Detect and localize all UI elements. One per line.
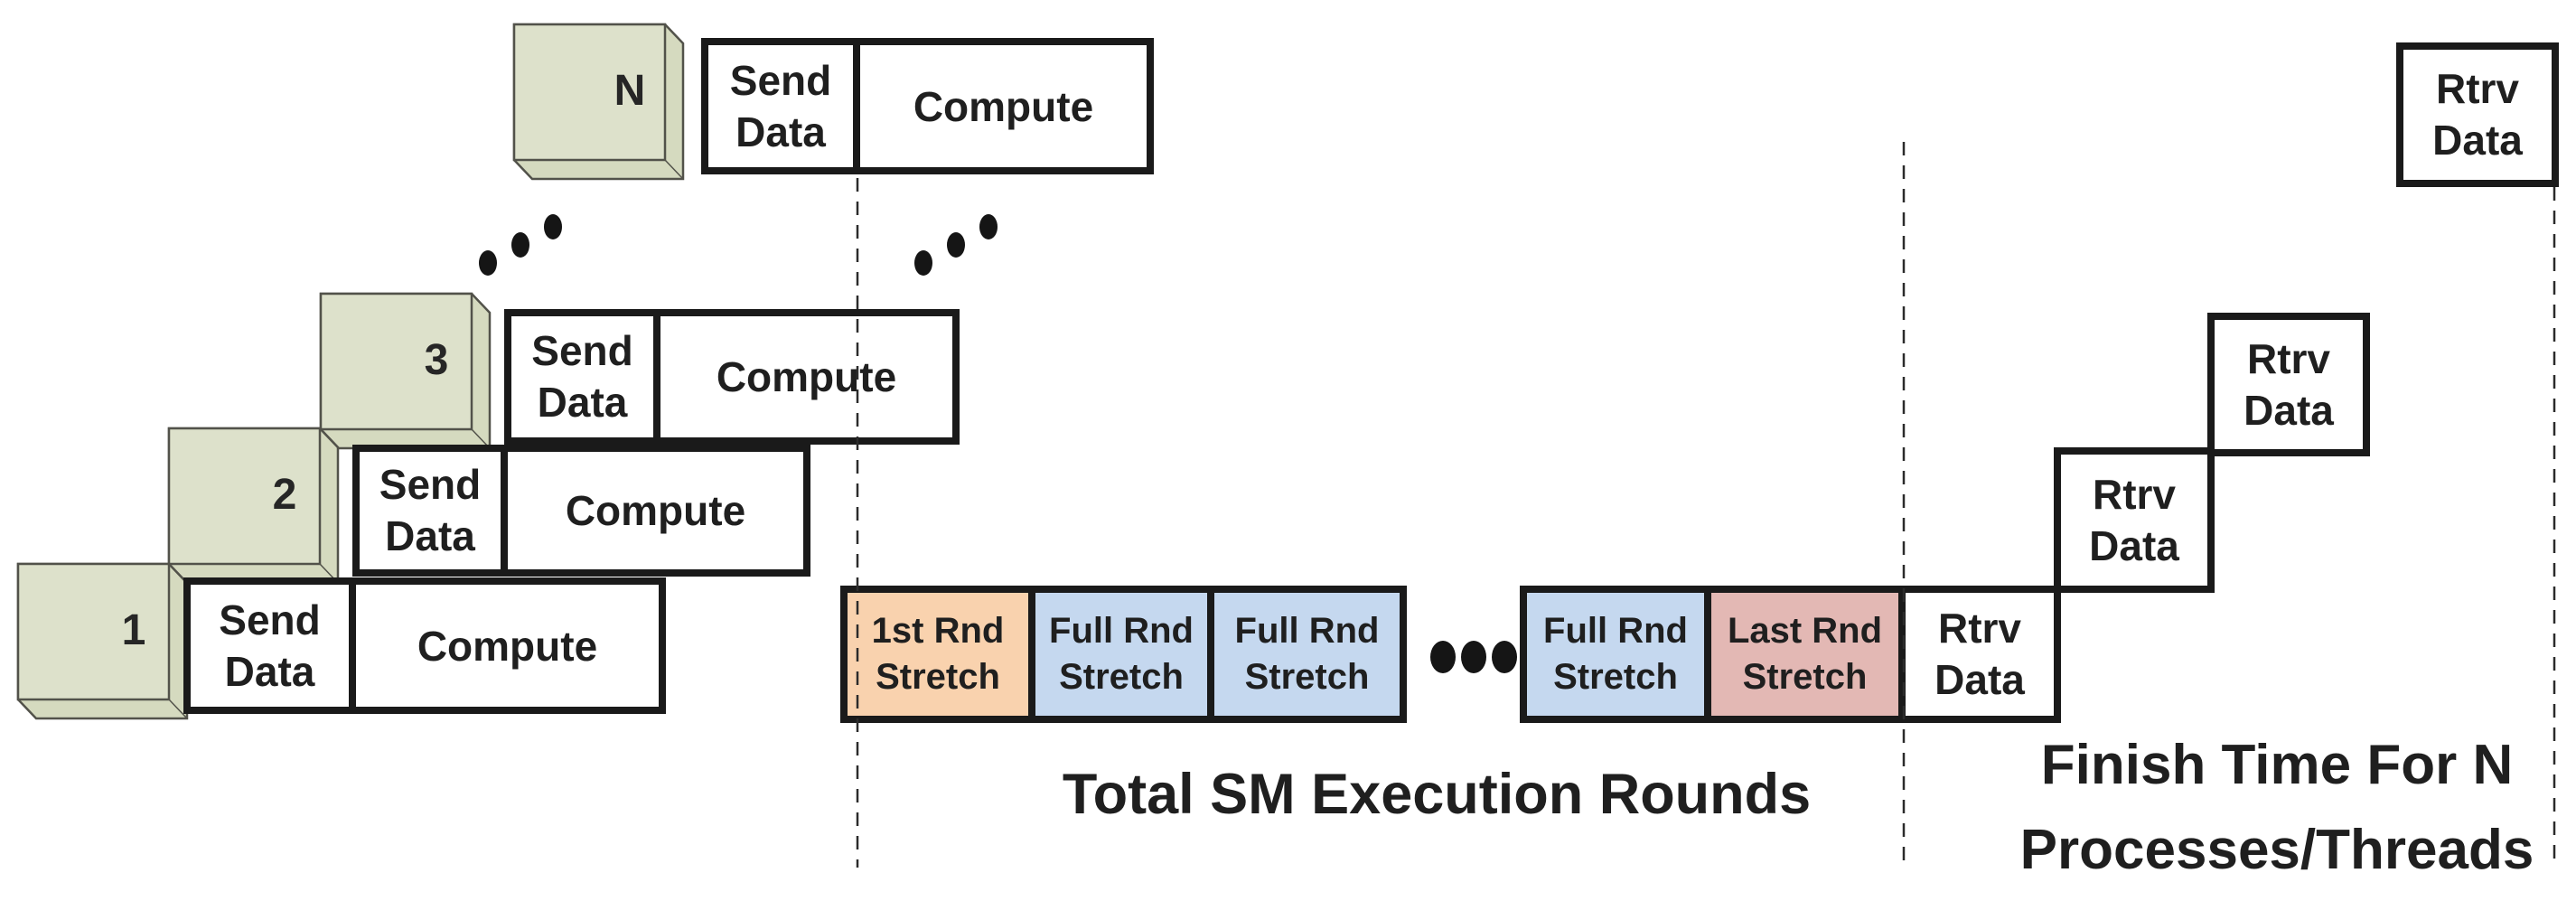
caption-text-line2: Processes/Threads (2019, 819, 2534, 881)
compute-box: Compute (508, 452, 803, 569)
process-cube-n: N (512, 23, 686, 182)
rtrv-data-box-3: Rtrv Data (2207, 313, 2370, 456)
ellipsis-dot (947, 232, 965, 258)
rtrv-data-label-line1: Rtrv (2092, 470, 2177, 518)
ellipsis-dot (511, 232, 529, 258)
ellipsis-dot (1430, 641, 1456, 673)
cube-3d-shape (167, 427, 340, 585)
send-data-label-line2: Data (385, 512, 475, 559)
send-data-label-line1: Send (531, 327, 633, 374)
stretch-label-line2: Stretch (1553, 657, 1678, 697)
process-cube-2: 2 (167, 427, 341, 586)
send-data-box: Send Data (708, 45, 860, 167)
stretch-label-line1: Full Rnd (1543, 611, 1688, 651)
stretch-label-line1: Full Rnd (1049, 611, 1194, 651)
process-number: N (614, 66, 646, 115)
timeline-row-process-2: Send Data Compute (352, 445, 810, 577)
rtrv-data-label-line1: Rtrv (1937, 605, 2022, 652)
compute-label: Compute (565, 487, 746, 534)
cube-3d-shape (16, 562, 189, 720)
caption-finish-time: Finish Time For N Processes/Threads (1979, 723, 2575, 893)
rtrv-data-label-line1: Rtrv (2246, 334, 2331, 382)
rtrv-data-label-line2: Data (2243, 386, 2334, 434)
ellipsis-dot (1492, 641, 1517, 673)
rtrv-data-label-line2: Data (2089, 521, 2179, 569)
cube-3d-shape (319, 292, 492, 450)
send-data-label-line1: Send (219, 596, 321, 643)
stretch-label-line2: Stretch (876, 657, 1000, 697)
ellipsis-dot (479, 250, 497, 276)
stretch-cell-first-round: 1st Rnd Stretch (848, 593, 1028, 716)
send-data-label-line2: Data (537, 379, 628, 426)
stretch-cell-full-round: Full Rnd Stretch (1028, 593, 1207, 716)
rtrv-data-box-1: Rtrv Data (1898, 593, 2054, 716)
timeline-row-process-n: Send Data Compute (701, 38, 1154, 174)
stretch-label-line1: 1st Rnd (871, 611, 1005, 651)
process-number: 3 (424, 335, 449, 384)
rtrv-data-label-line2: Data (2432, 117, 2523, 164)
send-data-box: Send Data (511, 316, 660, 437)
stretch-cell-last-round: Last Rnd Stretch (1704, 593, 1898, 716)
rtrv-data-label-line1: Rtrv (2435, 65, 2520, 112)
stretch-label-line2: Stretch (1742, 657, 1868, 697)
ellipsis-dot (914, 250, 932, 276)
send-data-label-line2: Data (224, 647, 315, 695)
stretch-row-left-segment: 1st Rnd Stretch Full Rnd Stretch Full Rn… (840, 586, 1407, 723)
timeline-row-process-1: Send Data Compute (183, 577, 666, 714)
cube-3d-shape (512, 23, 685, 181)
process-cube-1: 1 (16, 562, 190, 721)
stretch-label-line1: Full Rnd (1234, 611, 1380, 651)
compute-label: Compute (716, 353, 897, 400)
send-data-label-line2: Data (735, 108, 826, 155)
compute-box: Compute (660, 316, 952, 437)
stretch-label-line2: Stretch (1244, 657, 1370, 697)
rtrv-data-box-n: Rtrv Data (2396, 42, 2559, 187)
timeline-row-process-3: Send Data Compute (504, 309, 960, 445)
send-data-label-line1: Send (379, 461, 482, 508)
compute-box: Compute (860, 45, 1147, 167)
rtrv-data-label-line2: Data (1934, 656, 2025, 703)
caption-text: Total SM Execution Rounds (1062, 763, 1812, 826)
stretch-cell-full-round: Full Rnd Stretch (1527, 593, 1704, 716)
send-data-box: Send Data (360, 452, 508, 569)
compute-box: Compute (356, 585, 659, 707)
caption-total-sm-execution-rounds: Total SM Execution Rounds (931, 762, 1943, 827)
stretch-label-line1: Last Rnd (1727, 611, 1883, 651)
stretch-cell-full-round: Full Rnd Stretch (1207, 593, 1400, 716)
compute-label: Compute (913, 82, 1094, 130)
process-cube-3: 3 (319, 292, 492, 451)
send-data-label-line1: Send (729, 56, 832, 104)
send-data-box: Send Data (191, 585, 356, 707)
ellipsis-dot (1461, 641, 1486, 673)
rtrv-data-box-2: Rtrv Data (2054, 447, 2215, 593)
ellipsis-dot (979, 214, 998, 239)
process-number: 2 (272, 470, 297, 519)
stretch-label-line2: Stretch (1059, 657, 1184, 697)
process-number: 1 (121, 605, 146, 654)
caption-text-line1: Finish Time For N (2040, 734, 2514, 796)
stretch-row-right-segment: Full Rnd Stretch Last Rnd Stretch Rtrv D… (1520, 586, 2061, 723)
ellipsis-dot (544, 214, 562, 239)
compute-label: Compute (417, 622, 598, 670)
